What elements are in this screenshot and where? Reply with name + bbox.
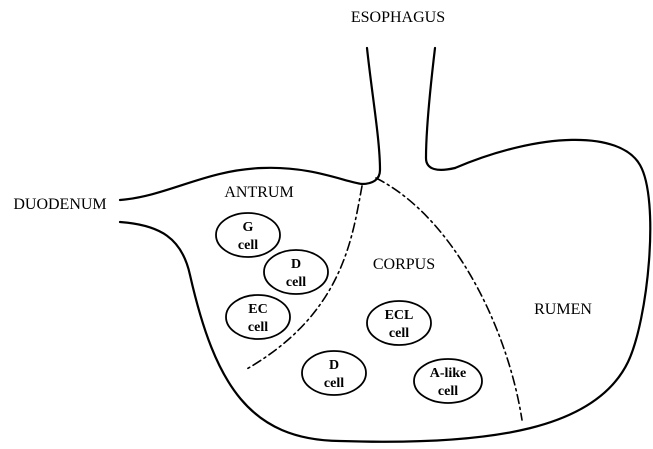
esophagus-right-wall [426, 48, 455, 170]
d-cell-antrum-label-line2: cell [286, 275, 306, 290]
ec-cell-label-line1: EC [248, 302, 267, 317]
ecl-cell: ECL cell [367, 301, 431, 345]
d-cell-antrum: D cell [264, 250, 328, 294]
stomach-greater-curvature [120, 140, 650, 442]
rumen-label: RUMEN [534, 301, 592, 318]
corpus-label: CORPUS [373, 256, 435, 273]
a-like-cell: A-like cell [414, 359, 482, 403]
a-like-cell-label-line1: A-like [430, 366, 467, 381]
antrum-label: ANTRUM [224, 184, 293, 201]
g-cell: G cell [216, 213, 280, 257]
d-cell-corpus-label-line1: D [329, 358, 339, 373]
ec-cell-label-line2: cell [248, 320, 268, 335]
ecl-cell-label-line2: cell [389, 326, 409, 341]
d-cell-corpus-label-line2: cell [324, 376, 344, 391]
d-cell-antrum-label-line1: D [291, 257, 301, 272]
g-cell-label-line2: cell [238, 238, 258, 253]
esophagus-label: ESOPHAGUS [351, 9, 445, 26]
ec-cell: EC cell [226, 295, 290, 339]
a-like-cell-label-line2: cell [438, 384, 458, 399]
g-cell-label-line1: G [243, 220, 254, 235]
d-cell-corpus: D cell [302, 351, 366, 395]
ecl-cell-label-line1: ECL [385, 308, 414, 323]
duodenum-label: DUODENUM [13, 196, 106, 213]
esophagus-left-wall [362, 48, 380, 184]
